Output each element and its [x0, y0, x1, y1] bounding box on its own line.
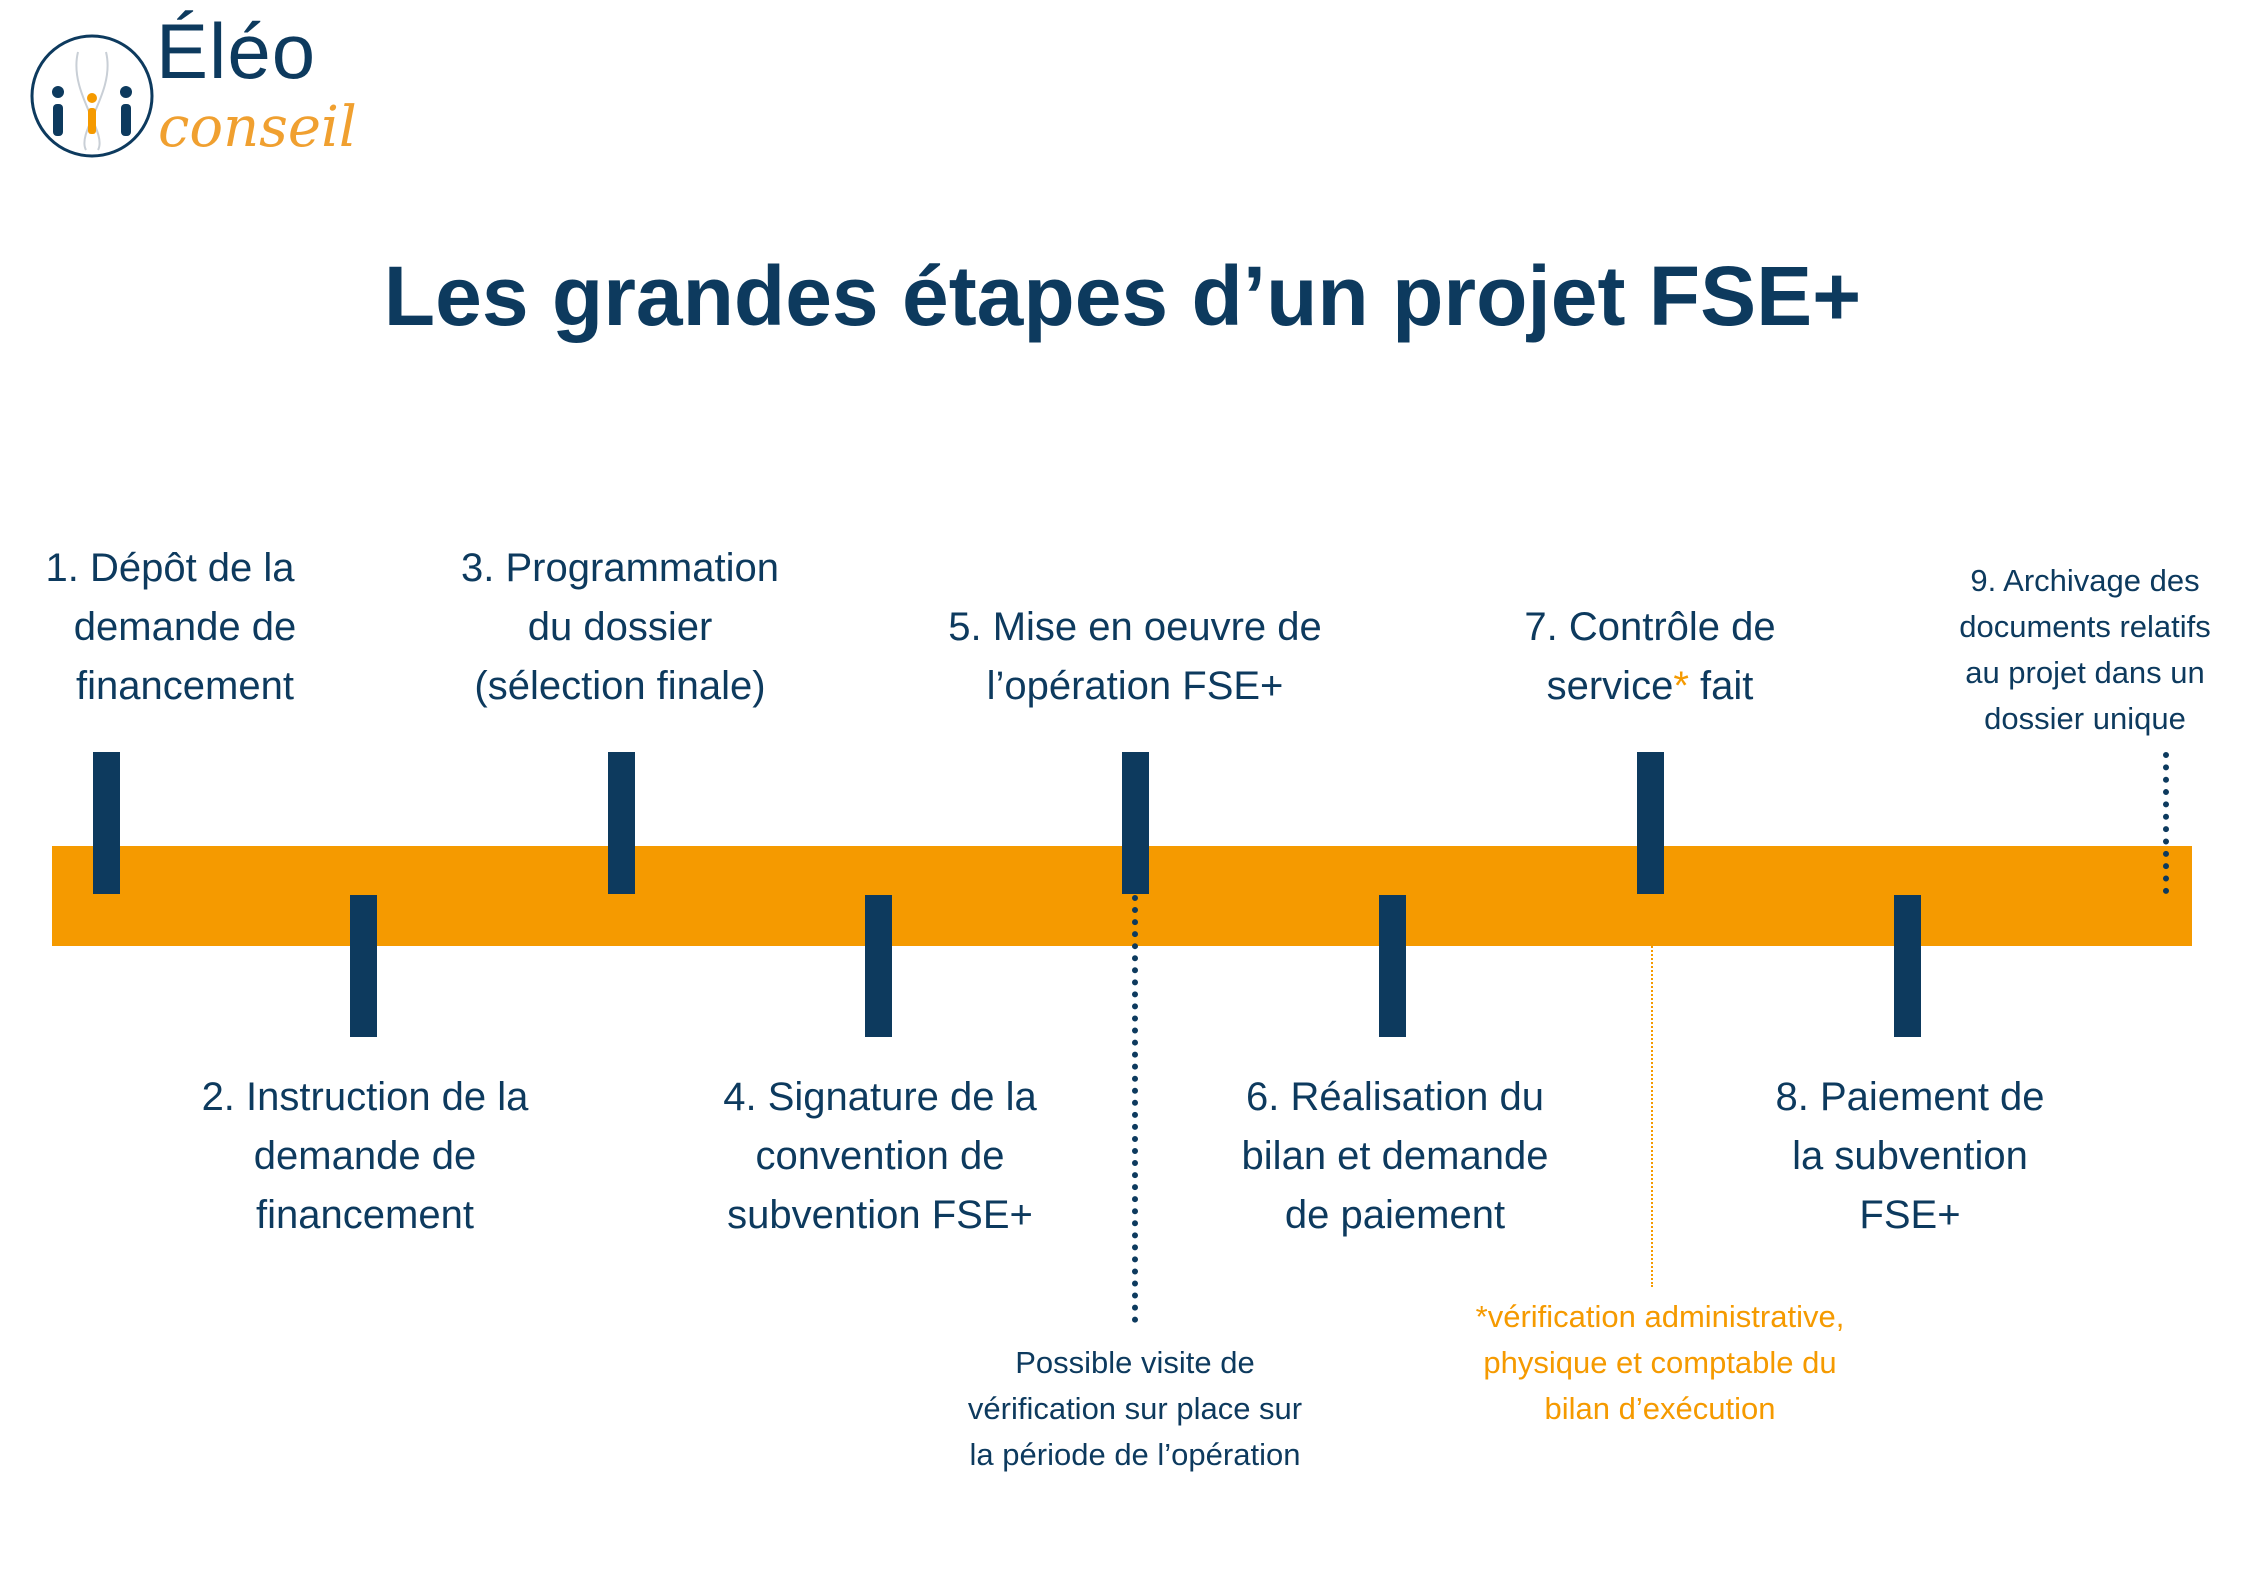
visit-note: Possible visite de vérification sur plac…: [920, 1340, 1350, 1478]
control-connector-line: [1651, 895, 1653, 1287]
step-6-tick: [1379, 895, 1406, 1037]
step-4-tick: [865, 895, 892, 1037]
step-9-line-1: 9. Archivage des: [1970, 563, 2200, 598]
control-note: *vérification administrative, physique e…: [1430, 1294, 1890, 1432]
step-4-label: 4. Signature de la convention de subvent…: [660, 1068, 1100, 1245]
step-3-line-2: du dossier: [527, 605, 713, 649]
step-5-line-1: 5. Mise en oeuvre de: [948, 605, 1322, 649]
step-8-line-3: FSE+: [1859, 1193, 1961, 1237]
step-7-line-1: 7. Contrôle de: [1524, 605, 1776, 649]
visit-note-line-3: la période de l’opération: [969, 1437, 1301, 1472]
step-7-asterisk: *: [1673, 664, 1689, 708]
visit-note-line-1: Possible visite de: [1015, 1345, 1255, 1380]
step-8-line-2: la subvention: [1792, 1134, 2028, 1178]
step-1-line-3: financement: [76, 664, 294, 708]
logo-tagline: conseil: [158, 95, 357, 160]
control-note-line-2: physique et comptable du: [1483, 1345, 1837, 1380]
step-7-tick: [1637, 752, 1664, 894]
control-note-line-3: bilan d’exécution: [1544, 1391, 1776, 1426]
step-1-tick: [93, 752, 120, 894]
step-2-line-1: 2. Instruction de la: [201, 1075, 529, 1119]
step-6-line-3: de paiement: [1284, 1193, 1506, 1237]
step-1-line-1: 1. Dépôt de la: [45, 546, 295, 590]
step-1-label: 1. Dépôt de la demande de financement: [10, 539, 330, 716]
step-6-line-2: bilan et demande: [1241, 1134, 1549, 1178]
logo-wordmark: Éléo: [156, 7, 317, 95]
step-9-line-2: documents relatifs: [1959, 609, 2211, 644]
step-7-line-2: service* fait: [1460, 657, 1840, 716]
step-7-line-2-text: service: [1546, 664, 1674, 708]
step-9-label: 9. Archivage des documents relatifs au p…: [1925, 558, 2245, 742]
step-2-label: 2. Instruction de la demande de financem…: [150, 1068, 580, 1245]
step-9-line-4: dossier unique: [1984, 701, 2186, 736]
step-3-tick: [608, 752, 635, 894]
step-7-line-2-end: fait: [1688, 664, 1754, 708]
step-2-line-3: financement: [256, 1193, 474, 1237]
step-4-line-1: 4. Signature de la: [723, 1075, 1037, 1119]
step-2-tick: [350, 895, 377, 1037]
step-4-line-3: subvention FSE+: [727, 1193, 1033, 1237]
step-8-line-1: 8. Paiement de: [1775, 1075, 2045, 1119]
visit-note-line-2: vérification sur place sur: [967, 1391, 1303, 1426]
step-5-line-2: l’opération FSE+: [986, 664, 1284, 708]
visit-connector-line: [1132, 895, 1138, 1323]
step-3-line-1: 3. Programmation: [461, 546, 779, 590]
step-6-label: 6. Réalisation du bilan et demande de pa…: [1180, 1068, 1610, 1245]
step-9-line-3: au projet dans un: [1965, 655, 2205, 690]
step-8-label: 8. Paiement de la subvention FSE+: [1720, 1068, 2100, 1245]
step-7-label: 7. Contrôle de service* fait: [1460, 598, 1840, 716]
step-5-label: 5. Mise en oeuvre de l’opération FSE+: [900, 598, 1370, 716]
archive-connector-line: [2163, 752, 2169, 894]
step-5-tick: [1122, 752, 1149, 894]
step-1-line-2: demande de: [73, 605, 297, 649]
step-3-line-3: (sélection finale): [474, 664, 766, 708]
step-8-tick: [1894, 895, 1921, 1037]
step-6-line-1: 6. Réalisation du: [1246, 1075, 1544, 1119]
step-2-line-2: demande de: [253, 1134, 477, 1178]
logo-mark-icon: [30, 34, 154, 158]
step-3-label: 3. Programmation du dossier (sélection f…: [410, 539, 830, 716]
page-title: Les grandes étapes d’un projet FSE+: [383, 249, 1862, 343]
step-4-line-2: convention de: [755, 1134, 1005, 1178]
control-note-line-1: *vérification administrative,: [1475, 1299, 1845, 1334]
